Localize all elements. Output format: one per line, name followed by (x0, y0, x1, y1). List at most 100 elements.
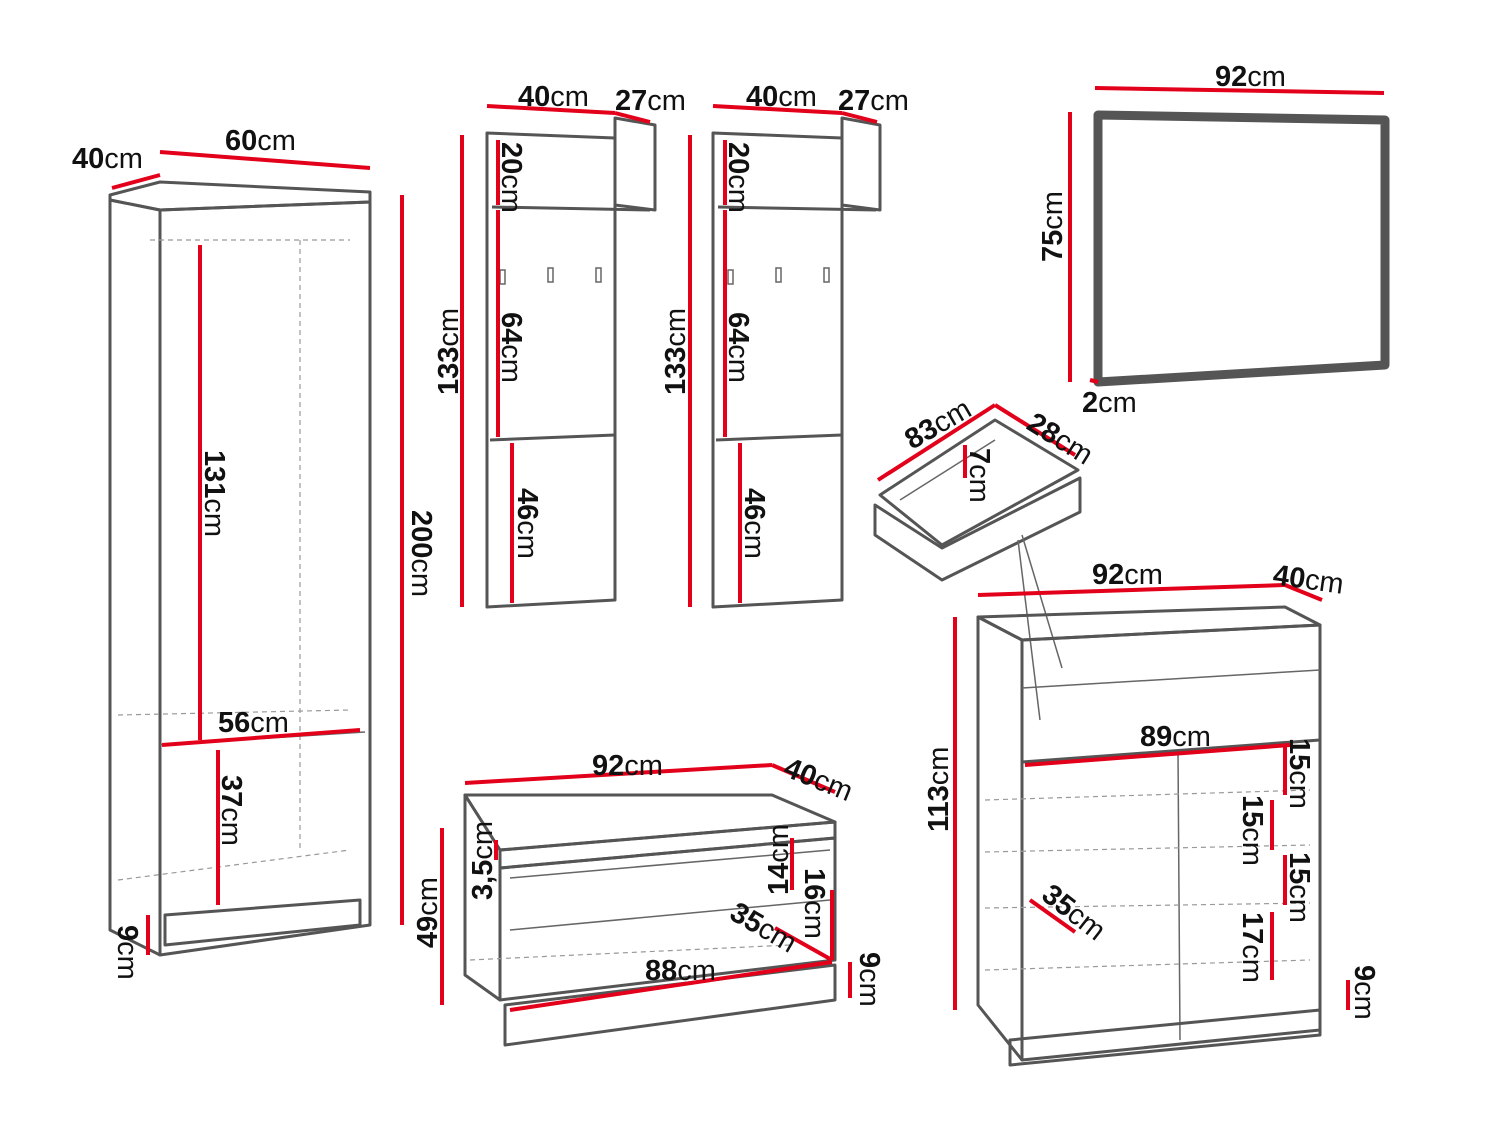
coat-panel-left-depth-line (614, 111, 651, 124)
bench-inner-width-line (509, 960, 833, 1012)
wardrobe-side (108, 198, 162, 957)
drawer-leader-line-1 (1021, 534, 1063, 669)
coat-panel-right-hook-1 (727, 269, 734, 285)
bench-width-label: 92cm (592, 750, 663, 782)
wardrobe-lower-label: 37cm (215, 775, 247, 846)
drawer: 83cm 28cm 7cm (873, 393, 1098, 721)
shoe-cabinet-shelf-1 (984, 789, 1311, 801)
shoe-cabinet-shelf-2 (984, 844, 1311, 853)
coat-panel-right-hat-shelf (840, 116, 882, 212)
shoe-cabinet-base (1008, 1008, 1322, 1067)
coat-panel-right: 40cm 27cm 133cm 20cm 64cm 46cm (660, 81, 909, 609)
shoe-cabinet-shelf1-label: 15cm (1283, 738, 1315, 809)
coat-panel-left-middle-label: 64cm (495, 312, 527, 383)
bench-inner-line (469, 944, 791, 961)
shoe-cabinet-width-label: 92cm (1092, 559, 1163, 591)
wardrobe-base (163, 898, 362, 947)
wardrobe-width-line (159, 150, 371, 170)
shoe-cabinet-shelf4-label: 17cm (1236, 912, 1268, 983)
bench-top-label: 3,5cm (467, 821, 499, 900)
shoe-cabinet-depth-line (1284, 583, 1323, 602)
wardrobe-bottom-inner (117, 849, 351, 881)
drawer-width-line (876, 403, 997, 482)
shoe-cabinet: 92cm 40cm 113cm 89cm 15cm 15cm 15cm 17cm… (923, 559, 1380, 1067)
wardrobe-width-label: 60cm (225, 125, 296, 157)
coat-panel-right-middle-label: 64cm (722, 312, 754, 383)
coat-panel-right-height-label: 133cm (660, 308, 692, 395)
bench-width-line (464, 763, 773, 785)
mirror-width-label: 92cm (1215, 61, 1286, 93)
shoe-cabinet-door-split (1177, 751, 1181, 1041)
wardrobe-shelf-line (161, 728, 361, 747)
coat-panel-left-lower-label: 46cm (511, 488, 543, 559)
shoe-cabinet-shelf-4 (984, 959, 1311, 971)
bench-height-label: 49cm (412, 877, 444, 948)
bench-depth-line (771, 763, 836, 794)
bench-feet-label: 9cm (853, 952, 885, 1007)
shoe-cabinet-inner-depth-line (1028, 898, 1077, 934)
shoe-cabinet-height-label: 113cm (923, 747, 955, 832)
mirror-height-label: 75cm (1037, 191, 1069, 262)
shoe-cabinet-depth-label: 40cm (1271, 559, 1346, 601)
bench-depth-label: 40cm (779, 752, 857, 808)
coat-panel-right-top-label: 20cm (722, 142, 754, 213)
coat-panel-right-rail (717, 205, 877, 212)
coat-panel-right-board (711, 131, 844, 609)
wardrobe-upper-label: 131cm (198, 450, 230, 537)
drawer-front (873, 476, 1082, 582)
bench-inner-depth-line (774, 926, 833, 962)
wardrobe-depth-line (111, 173, 161, 190)
coat-panel-left-height-label: 133cm (433, 308, 465, 395)
wardrobe-front (158, 200, 372, 957)
coat-panel-left: 40cm 27cm 133cm 20cm 64cm 46cm (433, 81, 686, 609)
drawer-height-label: 7cm (963, 448, 995, 503)
wardrobe-depth-label: 40cm (72, 143, 143, 175)
coat-panel-left-hook-1 (499, 269, 506, 285)
drawer-box (878, 418, 1080, 547)
mirror-frame (1093, 110, 1390, 387)
drawer-depth-line (993, 403, 1077, 457)
coat-panel-right-width-label: 40cm (746, 81, 817, 113)
wardrobe-height-label: 200cm (405, 510, 437, 597)
shoe-cabinet-shelf2-label: 15cm (1236, 795, 1268, 866)
coat-panel-right-hook-2 (775, 267, 782, 283)
coat-panel-left-width-label: 40cm (518, 81, 589, 113)
mirror: 92cm 75cm 2cm (1037, 61, 1390, 419)
shoe-cabinet-width-line (977, 583, 1286, 597)
shoe-cabinet-side (976, 615, 1024, 1062)
shoe-cabinet-inner-width-label: 89cm (1140, 721, 1211, 753)
coat-panel-left-hook-2 (547, 267, 554, 283)
coat-panel-left-depth-label: 27cm (615, 85, 686, 117)
coat-panel-right-divider (715, 433, 843, 442)
coat-panel-right-depth-label: 27cm (838, 85, 909, 117)
shoe-cabinet-door-top (1021, 738, 1321, 764)
bench-drawer-top (509, 849, 831, 879)
coat-panel-left-width-line (486, 104, 616, 115)
mirror-depth-line (1089, 378, 1099, 384)
shoe-cabinet-feet-label: 9cm (1348, 965, 1380, 1020)
wardrobe-shelf-back (117, 709, 351, 716)
drawer-leader-line-2 (1017, 539, 1041, 721)
bench-drawer-bottom (509, 899, 831, 931)
shoe-cabinet-inner-width-line (1024, 743, 1291, 767)
bench: 92cm 40cm 49cm 3,5cm 14cm 16cm 35cm 88cm… (412, 750, 885, 1047)
shoe-cabinet-drawer-line (1021, 669, 1321, 689)
mirror-width-line (1094, 86, 1385, 95)
bench-drawer-label: 14cm (763, 824, 795, 895)
coat-panel-left-hook-3 (595, 267, 602, 283)
coat-panel-right-depth-line (841, 111, 878, 124)
coat-panel-left-hat-shelf (613, 116, 657, 212)
drawer-inner-edge (899, 439, 996, 501)
wardrobe-shelf-label: 56cm (218, 707, 289, 739)
coat-panel-right-width-line (712, 104, 843, 115)
shoe-cabinet-front (1020, 623, 1322, 1062)
coat-panel-left-divider (489, 433, 616, 442)
bench-inner-height-label: 16cm (798, 868, 830, 939)
coat-panel-right-lower-label: 46cm (738, 488, 770, 559)
coat-panel-left-top-label: 20cm (495, 142, 527, 213)
coat-panel-right-hook-3 (823, 267, 830, 283)
wardrobe: 40cm 60cm 200cm 131cm 56cm 37cm 9cm (72, 125, 437, 980)
shoe-cabinet-shelf3-label: 15cm (1283, 852, 1315, 923)
